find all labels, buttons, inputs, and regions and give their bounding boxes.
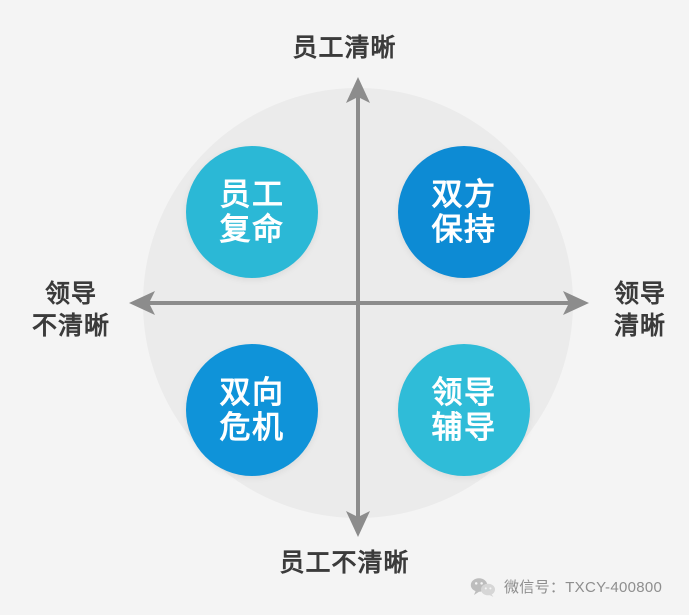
quadrant-top-left-line2: 复命: [219, 212, 285, 247]
quadrant-top-left-line1: 员工: [219, 176, 285, 212]
watermark: 微信号：TXCY-400800: [470, 576, 662, 597]
wechat-icon: [470, 577, 495, 597]
axis-label-left: 领导 不清晰: [31, 280, 110, 340]
watermark-text: 微信号：TXCY-400800: [504, 579, 663, 596]
quadrant-top-right-line1: 双方: [431, 176, 497, 212]
quadrant-bottom-left: 双向 危机: [186, 344, 318, 476]
axis-label-bottom: 员工不清晰: [279, 549, 410, 577]
axis-label-top: 员工清晰: [292, 34, 397, 62]
quadrant-top-right: 双方 保持: [398, 146, 530, 278]
quadrant-top-right-line2: 保持: [431, 212, 497, 247]
quadrant-bottom-right: 领导 辅导: [398, 344, 530, 476]
quadrant-bottom-right-line2: 辅导: [431, 410, 497, 445]
quadrant-bottom-left-line2: 危机: [219, 410, 285, 445]
quadrant-top-left: 员工 复命: [186, 146, 318, 278]
axis-label-right: 领导 清晰: [613, 280, 666, 340]
quadrant-bottom-right-line1: 领导: [431, 374, 497, 410]
quadrant-bottom-left-line1: 双向: [219, 374, 285, 410]
